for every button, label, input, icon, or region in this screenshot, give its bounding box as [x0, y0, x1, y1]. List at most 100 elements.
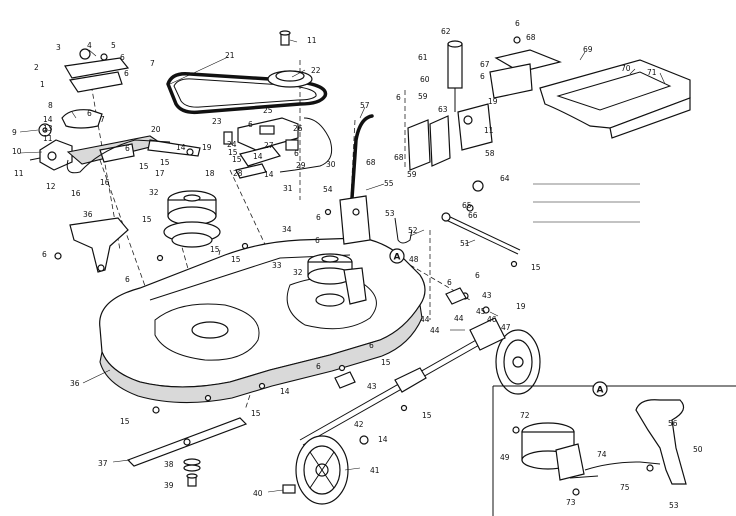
callout-label: 15 [228, 148, 238, 157]
left-hanger-bracket [69, 217, 129, 273]
callout-label: 11 [14, 169, 24, 178]
callout-label: 32 [149, 188, 159, 197]
idler-arm [66, 135, 164, 165]
idler-pulley [267, 70, 313, 88]
idler-bracket-assembly [29, 48, 130, 171]
callout-label: 6 [120, 53, 125, 62]
callout-label: 4 [87, 41, 92, 50]
callout-label: 14 [280, 387, 290, 396]
callout-label: 19 [202, 143, 212, 152]
callout-label: 68 [526, 33, 536, 42]
callout-label: 51 [460, 239, 470, 248]
callout-label: 34 [282, 225, 292, 234]
callout-label: 69 [583, 45, 593, 54]
belt-guide-arm [147, 139, 201, 157]
callout-leader-lines [19, 39, 666, 493]
callout-label: 6 [369, 341, 374, 350]
callout-label: 33 [272, 261, 282, 270]
callout-label: 6 [316, 362, 321, 371]
callout-label: 68 [366, 158, 376, 167]
left-spindle-assembly [163, 190, 221, 248]
hardware-fasteners [54, 180, 518, 445]
callout-label: 54 [323, 185, 333, 194]
rear-hanger-bracket [407, 40, 493, 171]
callout-label: 26 [293, 124, 303, 133]
callout-label: 27 [264, 141, 274, 150]
callout-label: 43 [367, 382, 377, 391]
callout-label: 59 [407, 170, 417, 179]
callout-label: 49 [500, 453, 510, 462]
blade-adapter [183, 458, 201, 472]
callout-label: 21 [225, 51, 235, 60]
callout-label: 36 [70, 379, 80, 388]
callout-label: 6 [42, 250, 47, 259]
callout-label: 47 [501, 323, 511, 332]
callout-label: 42 [354, 420, 364, 429]
wheel-bolt [282, 484, 296, 494]
lift-hook [394, 217, 413, 244]
spindle-bracket-assembly [223, 117, 299, 179]
callout-label: 6 [124, 69, 129, 78]
callout-label: 6 [87, 109, 92, 118]
callout-label: 63 [438, 105, 448, 114]
callout-label: 9 [12, 128, 17, 137]
callout-label: 52 [408, 226, 418, 235]
lift-link-rod [441, 212, 521, 255]
callout-label: 11 [43, 134, 53, 143]
callout-label: 28 [233, 169, 243, 178]
callout-label: 68 [394, 153, 404, 162]
callout-label: 15 [160, 158, 170, 167]
detail-a-reference-text: A [394, 253, 401, 263]
blade-bolt [186, 473, 198, 487]
callout-label: 6 [480, 72, 485, 81]
detail-a-marker: A [592, 381, 608, 397]
callout-label: 6 [396, 93, 401, 102]
callout-label: 13 [43, 124, 53, 133]
callout-label: 44 [430, 326, 440, 335]
callout-label: 17 [155, 169, 165, 178]
callout-label: 38 [164, 460, 174, 469]
callout-label: 45 [476, 307, 486, 316]
callout-label: 6 [125, 144, 130, 153]
callout-label: 14 [378, 435, 388, 444]
callout-label: 15 [120, 417, 130, 426]
callout-label: 72 [520, 411, 530, 420]
callout-label: 6 [125, 275, 130, 284]
callout-label: 55 [384, 179, 394, 188]
callout-label: 1 [40, 80, 45, 89]
detail-a-reference: A [389, 248, 405, 264]
callout-label: 14 [264, 170, 274, 179]
callout-label: 6 [447, 278, 452, 287]
callout-label: 6 [515, 19, 520, 28]
callout-label: 16 [100, 178, 110, 187]
callout-label: 23 [212, 117, 222, 126]
deck-cover-shield [489, 36, 691, 139]
callout-label: 20 [151, 125, 161, 134]
callout-label: 41 [370, 466, 380, 475]
callout-label: 7 [100, 115, 105, 124]
callout-label: 29 [296, 161, 306, 170]
callout-label: 67 [480, 60, 490, 69]
callout-label: 36 [83, 210, 93, 219]
gauge-wheel-axle [299, 334, 489, 446]
callout-label: 31 [283, 184, 293, 193]
callout-label: 18 [205, 169, 215, 178]
callout-label: 56 [668, 419, 678, 428]
callout-labels: 3 4 5 6 7 2 6 1 8 6 7 14 13 9 11 10 11 1… [12, 19, 703, 510]
callout-label: 46 [487, 315, 497, 324]
callout-label: 22 [311, 66, 321, 75]
callout-label: 43 [482, 291, 492, 300]
callout-label: 16 [71, 189, 81, 198]
callout-label: 24 [227, 140, 237, 149]
drive-belt [166, 71, 328, 115]
callout-label: 25 [263, 106, 273, 115]
control-cable [66, 117, 333, 174]
callout-label: 75 [620, 483, 630, 492]
callout-label: 14 [176, 143, 186, 152]
callout-label: 70 [621, 64, 631, 73]
callout-label: 8 [48, 101, 53, 110]
callout-label: 15 [422, 411, 432, 420]
callout-label: 60 [420, 75, 430, 84]
callout-label: 15 [210, 245, 220, 254]
